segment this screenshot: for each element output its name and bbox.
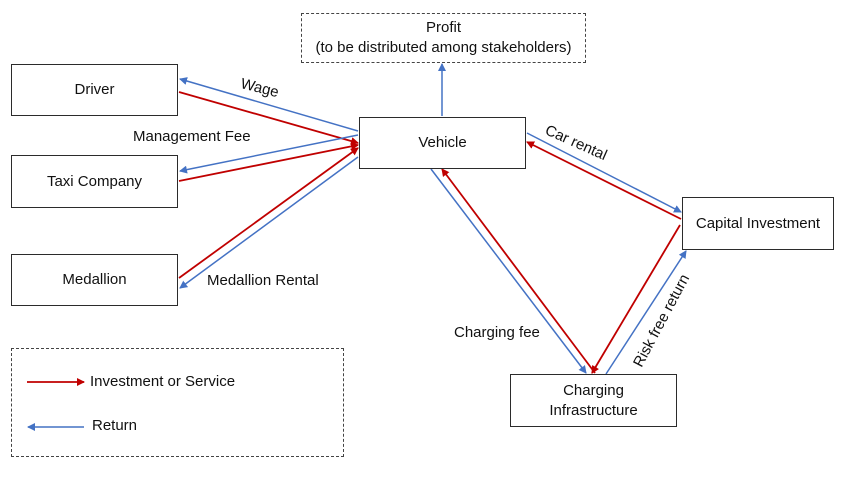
charging-to-capital-risk-free-arrow: [605, 250, 687, 375]
medallion-label: Medallion: [62, 271, 127, 288]
charging-infrastructure-line2: Infrastructure: [549, 401, 638, 419]
legend-investment-label: Investment or Service: [90, 373, 236, 390]
profit-title: Profit: [425, 19, 461, 36]
capital-investment-node: Capital Investment: [682, 197, 834, 250]
medallion-to-vehicle-arrow: [178, 147, 359, 279]
profit-subtitle: (to be distributed among stakeholders): [315, 39, 572, 56]
taxi-company-label: Taxi Company: [46, 172, 143, 190]
charging-fee-label: Charging fee: [454, 324, 540, 341]
vehicle-to-medallion-rental-arrow: [179, 156, 359, 289]
driver-to-vehicle-arrow: [178, 91, 359, 145]
medallion-node: Medallion: [11, 254, 178, 306]
driver-node: Driver: [11, 64, 178, 116]
capital-to-charging-arrow: [591, 224, 681, 374]
vehicle-node: Vehicle: [359, 117, 526, 169]
vehicle-to-charging-fee-arrow: [430, 168, 587, 374]
profit-node: Profit (to be distributed among stakehol…: [301, 13, 586, 63]
management-fee-label: Management Fee: [133, 128, 251, 145]
medallion-rental-label: Medallion Rental: [207, 272, 319, 289]
taxi-company-node: Taxi Company: [11, 155, 178, 208]
charging-infrastructure-node: Charging Infrastructure: [510, 374, 677, 427]
vehicle-to-capital-rental-arrow: [526, 132, 682, 213]
vehicle-to-taxi-company-fee-arrow: [179, 134, 359, 174]
vehicle-label: Vehicle: [418, 134, 467, 151]
capital-investment-label: Capital Investment: [695, 214, 821, 232]
taxi-company-to-vehicle-arrow: [178, 142, 359, 182]
legend: [11, 348, 344, 457]
capital-to-vehicle-arrow: [526, 141, 682, 220]
charging-infrastructure-line1: Charging: [563, 381, 624, 399]
legend-return-label: Return: [92, 417, 138, 434]
vehicle-to-driver-wage-arrow: [179, 77, 359, 132]
charging-to-vehicle-arrow: [441, 168, 596, 374]
driver-label: Driver: [74, 81, 115, 98]
